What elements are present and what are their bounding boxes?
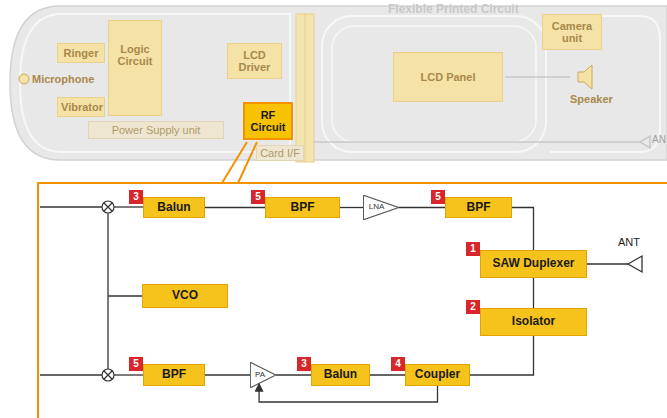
amplifier-triangle: PA [250,362,276,388]
node-text: Isolator [481,315,586,328]
part-label: Microphone [32,73,94,85]
part-label: Speaker [570,93,613,105]
signal-line [370,374,405,375]
component-box: LCD Driver [227,43,282,79]
callout-number: 3 [297,357,311,371]
node-text: Balun [312,368,369,381]
component-box: LCD Panel [393,52,503,102]
block-box: SAW Duplexer [480,250,587,278]
display-outline [322,16,546,152]
antenna-symbol [640,136,650,148]
part-label: Flexible Printed Circuit [388,3,519,16]
component-box: Ringer [57,43,105,63]
callout-number: 4 [391,357,405,371]
highlight-box: RF Circuit [243,102,293,140]
wire [314,141,640,143]
signal-line [512,208,534,251]
node-text: Coupler [406,368,469,381]
rf-panel [38,183,667,418]
node-text: LNA [363,203,399,212]
amplifier-triangle: LNA [363,195,399,220]
wire [505,76,570,78]
component-box: Card I/F [256,145,304,161]
node-text: Card I/F [257,147,303,159]
leader-line [222,142,257,183]
node-text: Vibrator [58,101,104,113]
callout-number: 1 [466,242,480,256]
node-text: BPF [446,201,511,214]
node-text: Power Supply unit [89,124,223,136]
microphone-symbol [19,74,29,84]
callout-number: 3 [129,190,143,204]
component-box: Vibrator [57,97,105,117]
part-label: AN [652,134,666,145]
signal-line [340,207,363,208]
node-text: SAW Duplexer [481,257,586,270]
node-text: VCO [143,289,227,302]
signal-line [399,207,445,208]
block-box: BPF [265,197,340,218]
node-text: LCD Panel [394,71,502,83]
callout-number: 5 [129,357,143,371]
node-text: BPF [144,368,204,381]
antenna-label: ANT [618,236,640,248]
mixer-symbol [102,201,114,381]
wires [40,207,628,375]
block-box: Isolator [480,308,587,336]
block-box: BPF [143,364,205,386]
node-text: Camera unit [543,20,601,44]
block-box: Balun [311,364,370,386]
callout-number: 5 [251,190,265,204]
speaker-symbol [578,65,592,89]
node-text: PA [250,371,276,380]
node-text: LCD Driver [228,49,281,73]
display-outline-inner [332,26,536,142]
fpc-line [305,14,306,162]
flexible-printed-circuit [296,14,314,162]
block-box: BPF [445,197,512,218]
block-box: Coupler [405,364,470,386]
component-box: Camera unit [542,14,602,50]
phone-body [10,6,667,160]
signal-line [533,278,534,308]
component-box: Logic Circuit [108,20,162,116]
callout-number: 2 [466,300,480,314]
signal-line [205,374,250,375]
node-text: Balun [144,201,204,214]
component-box: Power Supply unit [88,121,224,139]
node-text: Logic Circuit [109,43,161,67]
signal-line [205,207,265,208]
node-text: BPF [266,201,339,214]
block-box: Balun [143,197,205,218]
signal-line [259,384,437,402]
signal-line [470,336,534,375]
signal-line [276,374,311,375]
antenna-symbol [628,256,642,272]
node-text: Ringer [58,47,104,59]
node-text: RF Circuit [245,109,291,133]
block-box: VCO [142,284,228,308]
callout-number: 5 [431,190,445,204]
